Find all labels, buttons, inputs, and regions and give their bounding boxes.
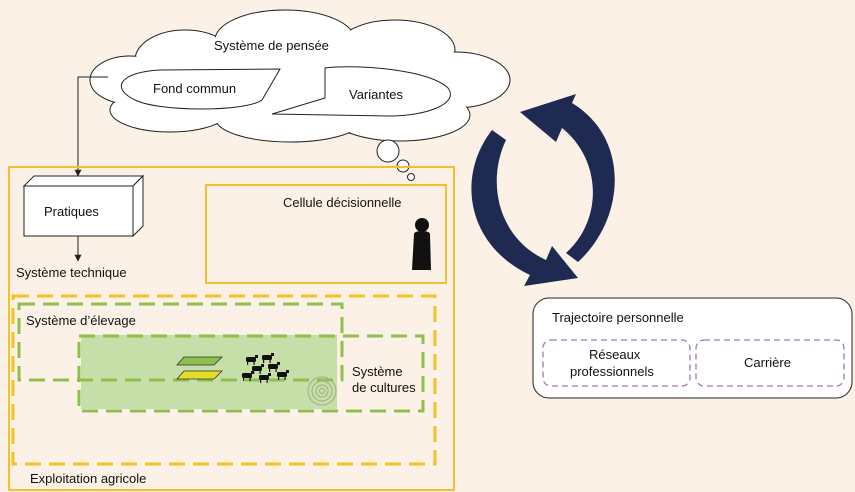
technical-system-label: Système technique [16,265,127,280]
crop-system-label-line1: Système [352,364,403,379]
thought-system-cloud: Système de pensée Fond commun Variantes [89,9,511,181]
practices-box: Pratiques [22,174,145,238]
career-label: Carrière [744,355,791,370]
professional-networks-label-line2: professionnels [570,364,654,379]
variants-label: Variantes [349,87,403,102]
variants-shape [271,66,451,117]
decision-cell-label: Cellule décisionnelle [283,195,402,210]
cycle-arrow-up [520,94,615,262]
feedback-cycle-arrows [471,94,615,286]
person-icon [412,218,431,270]
cattle-herd-icon [242,353,289,383]
practices-label: Pratiques [44,204,99,219]
professional-networks-frame [542,339,691,387]
personal-trajectory-title: Trajectoire personnelle [552,310,684,325]
livestock-system-frame [17,302,344,382]
crop-system-frame [77,334,425,413]
thought-system-title: Système de pensée [214,38,329,53]
cloud-to-practices-arrow [74,76,108,177]
farm-dashed-frame [11,294,437,466]
career-frame [695,339,845,387]
common-base-label: Fond commun [153,81,236,96]
hay-bale-icon [307,376,337,406]
personal-trajectory-frame [532,297,853,399]
farm-frame [8,166,455,491]
common-base-shape [120,68,281,110]
decision-cell-frame [205,184,447,284]
farm-label: Exploitation agricole [30,471,146,486]
thought-bubble-icon [376,139,415,181]
field-plots-icon [176,356,223,380]
crop-system-label-line2: de cultures [352,380,416,395]
cycle-arrow-down [471,130,578,286]
professional-networks-label-line1: Réseaux [589,347,641,362]
livestock-system-label: Système d’élevage [26,313,136,328]
